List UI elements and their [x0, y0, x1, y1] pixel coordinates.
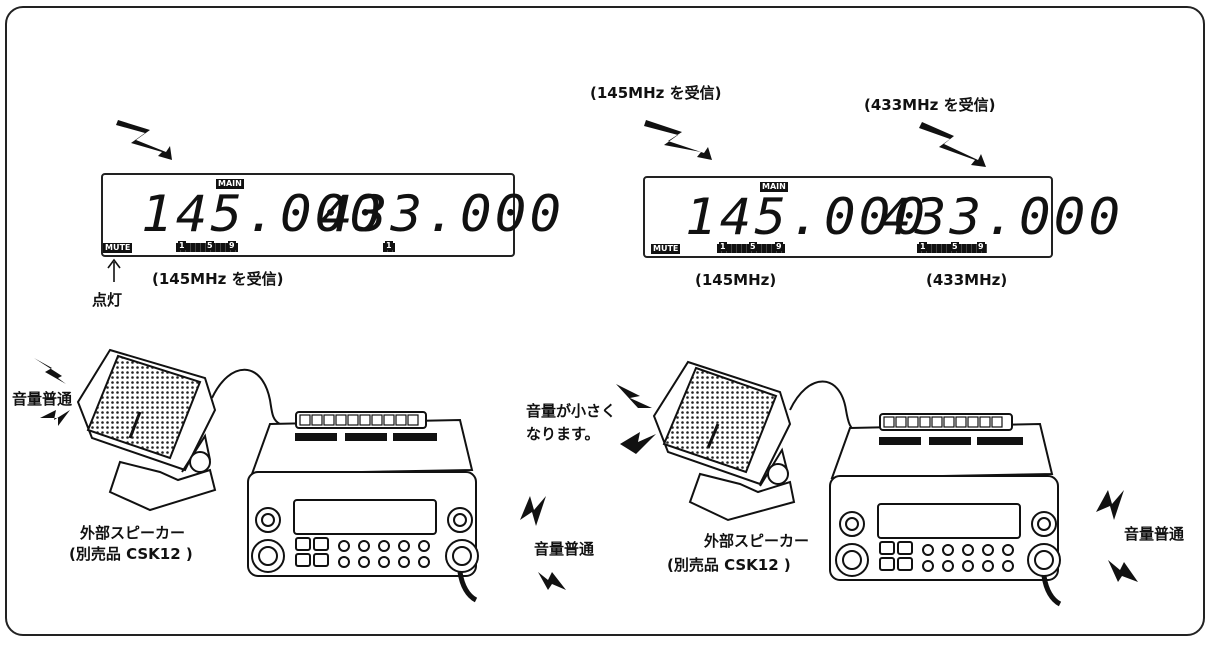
left-freq-b: 433.000	[321, 185, 565, 243]
right-signal-arrow-a-icon	[644, 120, 712, 160]
right-transceiver-icon	[829, 413, 1062, 607]
left-caption-below-display: (145MHz を受信)	[152, 270, 284, 288]
right-mute-tag: MUTE	[651, 244, 681, 254]
left-lcd-display: MAIN 145.000 433.000 MUTE 1 5 9 1	[101, 173, 561, 257]
right-caption-b: (433MHz)	[926, 271, 1008, 289]
left-freq-a: 145.000	[141, 185, 385, 243]
right-meter-a-1: 1	[719, 242, 727, 251]
right-speaker-volume-label-1: 音量が小さく	[526, 402, 617, 420]
left-speaker-caption-1: 外部スピーカー	[80, 524, 186, 542]
right-freq-a: 145.000	[685, 188, 929, 246]
right-meter-b: 1 5 9	[917, 242, 987, 253]
right-meter-b-5: 5	[951, 242, 959, 251]
right-meter-a-9: 9	[775, 242, 783, 251]
right-meter-b-1: 1	[919, 242, 927, 251]
right-speaker-volume-label-2: なります。	[526, 425, 600, 443]
right-external-speaker-icon	[652, 360, 859, 522]
left-arrow-note: 点灯	[92, 291, 123, 309]
right-meter-a: 1 5 9	[717, 242, 785, 253]
right-main-tag: MAIN	[760, 182, 788, 192]
left-transceiver-icon	[247, 411, 479, 603]
right-speaker-caption-2: (別売品 CSK12 )	[667, 556, 791, 574]
left-speaker-caption-2: (別売品 CSK12 )	[69, 545, 193, 563]
left-signal-arrow-icon	[116, 120, 172, 160]
right-top-caption-a: (145MHz を受信)	[590, 84, 722, 102]
diagram-frame	[5, 6, 1205, 636]
left-meter-a: 1 5 9	[176, 241, 238, 252]
left-main-tag: MAIN	[216, 179, 244, 189]
right-meter-b-9: 9	[977, 242, 985, 251]
right-top-caption-b: (433MHz を受信)	[864, 96, 996, 114]
right-lcd-display: MAIN 145.000 433.000 MUTE 1 5 9 1 5 9	[643, 176, 1120, 258]
sound-bolt-icons	[34, 358, 1138, 590]
left-meter-a-9: 9	[228, 241, 236, 250]
left-external-speaker-icon	[76, 348, 281, 512]
left-speaker-volume-label: 音量普通	[12, 390, 73, 408]
left-meter-a-5: 5	[206, 241, 214, 250]
right-radio-volume-label: 音量普通	[1124, 525, 1185, 543]
right-freq-b: 433.000	[880, 188, 1124, 246]
left-meter-b: 1	[383, 241, 395, 252]
left-meter-b-1: 1	[385, 241, 393, 250]
left-radio-volume-label: 音量普通	[534, 540, 595, 558]
right-speaker-caption-1: 外部スピーカー	[704, 532, 810, 550]
left-meter-a-1: 1	[178, 241, 186, 250]
right-caption-a: (145MHz)	[695, 271, 777, 289]
right-signal-arrow-b-icon	[919, 122, 986, 167]
mute-indicator-arrow-icon	[107, 258, 121, 282]
right-meter-a-5: 5	[749, 242, 757, 251]
left-mute-tag: MUTE	[103, 243, 133, 253]
